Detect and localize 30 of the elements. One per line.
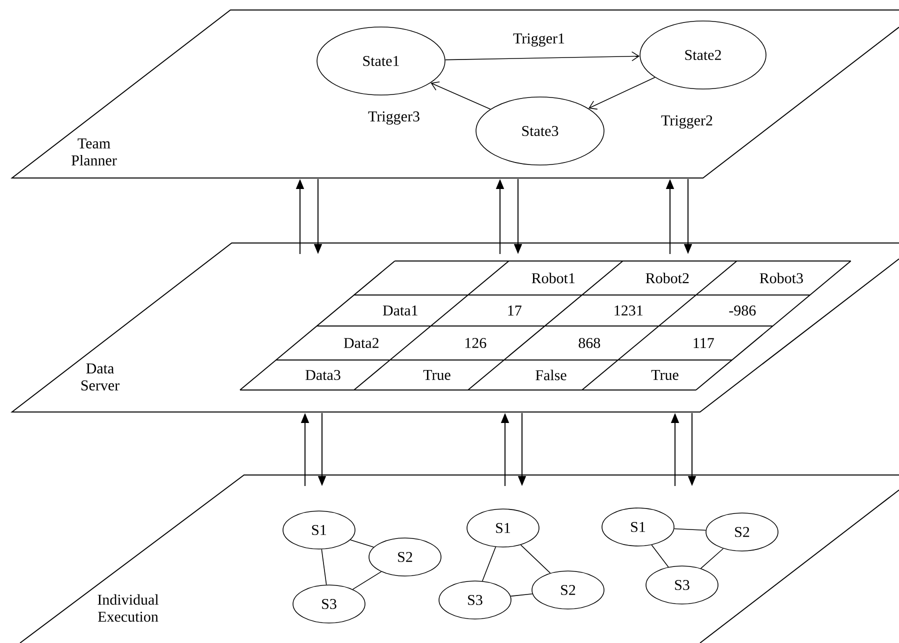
table-cell: True (423, 370, 450, 380)
table-cell: 17 (508, 306, 522, 316)
arrow (430, 81, 491, 110)
table-cell: Robot1 (532, 272, 575, 284)
connector-line (674, 528, 706, 531)
edge-label: Trigger2 (660, 114, 714, 130)
table-cell: -986 (729, 305, 756, 316)
connector-line (700, 548, 724, 569)
connector-line (510, 593, 533, 597)
table-cell: True (651, 370, 678, 380)
edge-label: Trigger1 (512, 32, 566, 48)
table-cell: 1231 (614, 305, 642, 316)
table-cell: Robot2 (646, 272, 689, 284)
table-cell: Data2 (344, 338, 378, 348)
table-cell: 117 (694, 338, 714, 348)
table-cell: False (536, 370, 566, 380)
table-cell: 126 (465, 338, 486, 348)
connector-line (321, 548, 327, 586)
table-cell: Robot3 (760, 272, 803, 284)
arrow (444, 51, 640, 62)
table-cell: Data1 (382, 305, 418, 316)
table-cell: Data3 (306, 370, 340, 380)
connector-line (352, 571, 382, 590)
connector-line (350, 539, 374, 548)
table-cell: 868 (578, 338, 600, 348)
arrow (588, 77, 656, 110)
connector-line (482, 546, 496, 582)
connector-line (520, 544, 551, 574)
connector-line (651, 544, 669, 568)
edge-label: Trigger3 (367, 110, 421, 126)
